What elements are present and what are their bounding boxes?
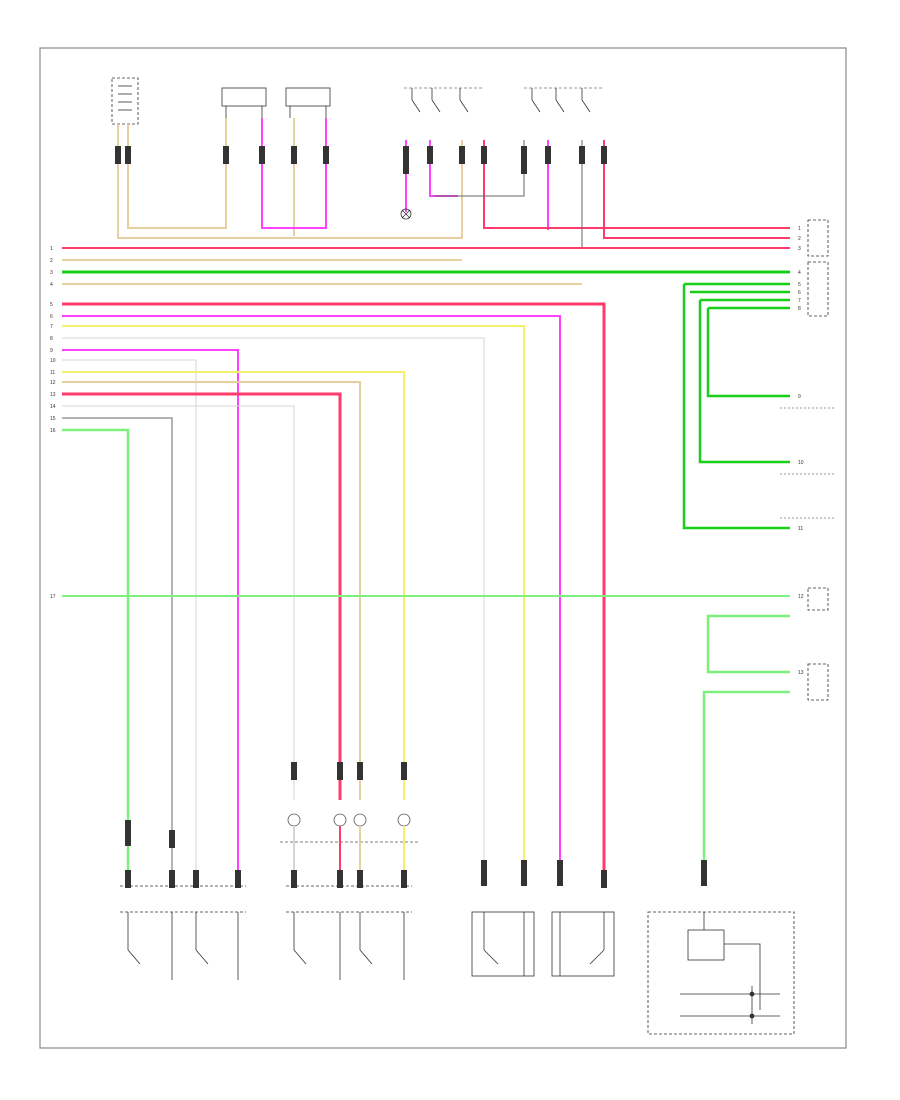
top-switch-right (524, 87, 604, 113)
top-left-connector (111, 77, 139, 125)
right-connector-boxes (807, 219, 829, 701)
bus-right-green (682, 282, 790, 530)
bottom-diode-wires (293, 826, 405, 880)
left-connector-number: 4 (50, 282, 53, 288)
right-connector-number: 11 (798, 526, 803, 532)
top-mid-connector-2 (285, 87, 331, 118)
right-connector-number: 10 (798, 460, 804, 466)
right-connector-number: 2 (798, 236, 801, 242)
right-dashed-markers (780, 407, 834, 519)
right-connector-number: 13 (798, 670, 804, 676)
left-connector-number: 8 (50, 336, 53, 342)
right-connector-number: 9 (798, 394, 801, 400)
diagram-frame (39, 47, 847, 1049)
left-connector-number: 17 (50, 594, 56, 600)
left-connector-number: 13 (50, 392, 56, 398)
bottom-right-module (647, 911, 795, 1035)
left-connector-number: 11 (50, 370, 55, 376)
left-connector-number: 12 (50, 380, 56, 386)
right-connector-number: 7 (798, 298, 801, 304)
bottom-pin-markers (125, 762, 707, 888)
bus-top-group (62, 247, 790, 285)
left-connector-number: 15 (50, 416, 56, 422)
right-connector-number: 12 (798, 594, 804, 600)
top-wires-pink (483, 140, 790, 239)
bus-right-lower-green (702, 614, 790, 880)
left-connector-number: 9 (50, 348, 53, 354)
top-mid-connector-1 (221, 87, 267, 118)
left-connector-number: 10 (50, 358, 56, 364)
bottom-diode-row (280, 813, 420, 843)
right-connector-number: 6 (798, 290, 801, 296)
top-switch-left (404, 87, 484, 113)
left-connector-number: 5 (50, 302, 53, 308)
center-lamp (400, 208, 412, 220)
right-connector-number: 5 (798, 282, 801, 288)
bottom-switch-3 (471, 911, 535, 977)
left-connector-number: 3 (50, 270, 53, 276)
top-wires-gray (434, 140, 790, 249)
left-connector-number: 6 (50, 314, 53, 320)
left-connector-number: 16 (50, 428, 56, 434)
top-pin-markers (115, 146, 607, 174)
bottom-switch-group-2 (286, 885, 412, 980)
left-connector-number: 1 (50, 246, 53, 252)
bottom-switch-4 (551, 911, 615, 977)
left-connector-number: 2 (50, 258, 53, 264)
bottom-switch-group-1 (120, 885, 246, 980)
left-connector-number: 7 (50, 324, 53, 330)
bus-left-group (62, 302, 606, 880)
right-connector-number: 4 (798, 270, 801, 276)
left-connector-number: 14 (50, 404, 56, 410)
right-connector-number: 8 (798, 306, 801, 312)
right-connector-number: 1 (798, 226, 801, 232)
top-wires-tan (117, 118, 463, 239)
right-connector-number: 3 (798, 246, 801, 252)
